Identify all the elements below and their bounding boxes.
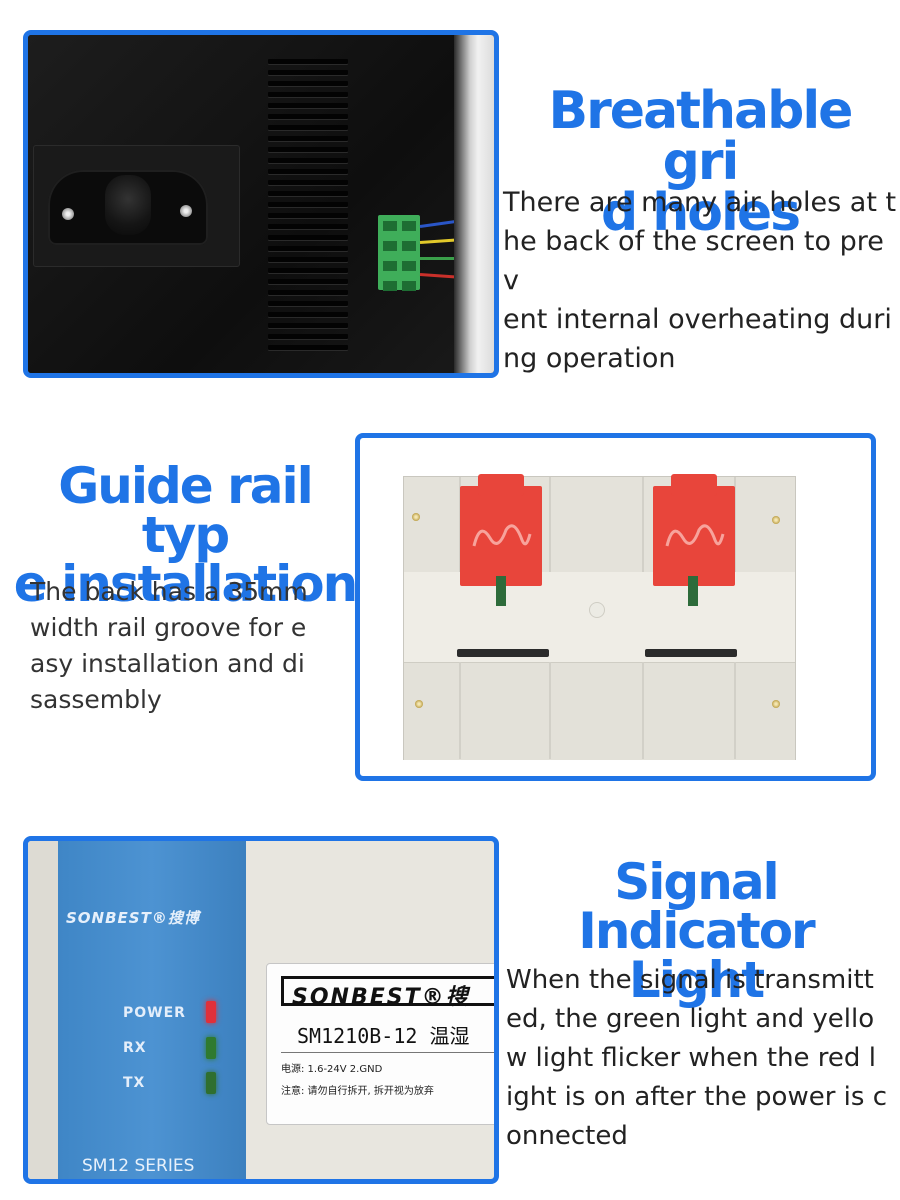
screw-icon [772,700,780,708]
vent-slot [268,103,348,108]
screw-icon [180,205,192,217]
photo-rail-groove [355,433,876,781]
vent-slot [268,125,348,130]
vent-slot [268,158,348,163]
title-line: Breathable gri [548,81,854,192]
vent-slot [268,191,348,196]
screen-edge [454,35,494,373]
screw-icon [415,700,423,708]
rail-slot [645,649,737,657]
vent-slot [268,136,348,141]
screw-icon [772,516,780,524]
screw-icon [62,208,74,220]
rail-latch-left [460,474,542,586]
section-title-signal: Signal Indicator Light [500,857,892,1005]
body-line: There are many air holes at t [503,187,897,218]
vent-slot [268,290,348,295]
section-body-breathable: There are many air holes at t he back of… [503,183,898,378]
indicator-label-tx: TX [123,1075,146,1091]
vent-slot [268,246,348,251]
title-line: d holes [600,182,801,243]
section-title-rail: Guide rail typ e installation [10,461,360,609]
vent-slot [268,202,348,207]
vent-slot [268,268,348,273]
brand-logo: SONBEST®搜博 [66,909,200,927]
section-body-rail: The back has a 35mm width rail groove fo… [30,574,350,718]
body-line: width rail groove for e [30,613,307,642]
title-line: Guide rail typ [58,457,314,564]
center-hole [589,602,605,618]
vent-slot [268,257,348,262]
body-line: he back of the screen to prev [503,226,884,296]
title-line: Signal Indicator [578,853,815,960]
vent-slot [268,312,348,317]
vent-slot [268,323,348,328]
air-vent-grid [268,59,348,359]
photo-signal-indicator: SONBEST®搜博 POWER RX TX SM12 SERIES SONBE… [23,836,499,1184]
vent-slot [268,301,348,306]
label-warning: 注意: 请勿自行拆开, 拆开视为放弃 [281,1086,434,1097]
label-model: SM1210B-12 温湿 [297,1024,470,1048]
body-line: The back has a 35mm [30,577,308,606]
vent-slot [268,169,348,174]
body-line: asy installation and di [30,649,305,678]
vent-slot [268,213,348,218]
screw-icon [412,513,420,521]
vent-slot [268,224,348,229]
section-title-breathable: Breathable gri d holes [505,85,895,239]
vent-slot [268,345,348,350]
vent-slot [268,114,348,119]
body-line: ed, the green light and yello [506,1004,875,1034]
vent-slot [268,59,348,64]
indicator-label-rx: RX [123,1040,147,1056]
vent-slot [268,147,348,152]
device-label-sticker: SONBEST®搜 SM1210B-12 温湿 电源: 1.6-24V 2.GN… [266,963,494,1125]
tx-led [206,1072,216,1094]
vent-slot [268,81,348,86]
rx-led [206,1037,216,1059]
series-label: SM12 SERIES [82,1156,195,1176]
vent-slot [268,279,348,284]
power-led [206,1001,216,1023]
body-line: ent internal overheating duri [503,304,892,335]
latch-stem [496,576,506,606]
body-line: ight is on after the power is c [506,1082,888,1112]
section-body-signal: When the signal is transmitt ed, the gre… [506,961,898,1156]
body-line: When the signal is transmitt [506,965,874,995]
vent-slot [268,92,348,97]
latch-stem [688,576,698,606]
body-line: ng operation [503,343,676,374]
body-line: sassembly [30,685,162,714]
indicator-label-power: POWER [123,1005,186,1021]
label-power-spec: 电源: 1.6-24V 2.GND [281,1064,383,1075]
vent-slot [268,334,348,339]
body-line: w light flicker when the red l [506,1043,876,1073]
rail-latch-right [653,474,735,586]
body-line: onnected [506,1121,628,1151]
terminal-block [378,215,420,291]
vent-slot [268,235,348,240]
label-brand: SONBEST®搜 [292,985,470,1010]
rail-slot [457,649,549,657]
photo-air-holes [23,30,499,378]
title-line: e installation [13,555,358,613]
vent-slot [268,180,348,185]
title-line: Light [628,951,765,1009]
vent-slot [268,70,348,75]
